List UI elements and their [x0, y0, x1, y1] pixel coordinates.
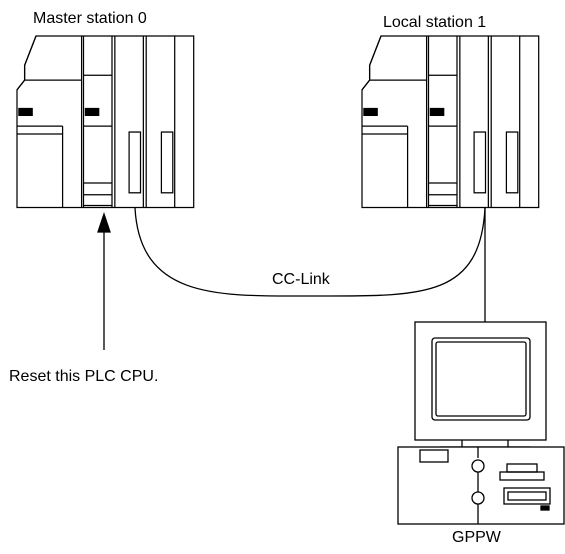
- reset-arrow: [97, 211, 111, 350]
- cc-link-cable: [134, 207, 486, 297]
- master-station-plc: [16, 35, 195, 209]
- reset-note: Reset this PLC CPU.: [9, 368, 159, 385]
- cc-link-label: CC-Link: [272, 271, 330, 288]
- master-station-label: Master station 0: [33, 10, 147, 27]
- gppw-computer: [397, 321, 565, 525]
- local-station-label: Local station 1: [383, 14, 487, 31]
- gppw-label: GPPW: [452, 529, 501, 546]
- local-station-plc: [361, 35, 540, 209]
